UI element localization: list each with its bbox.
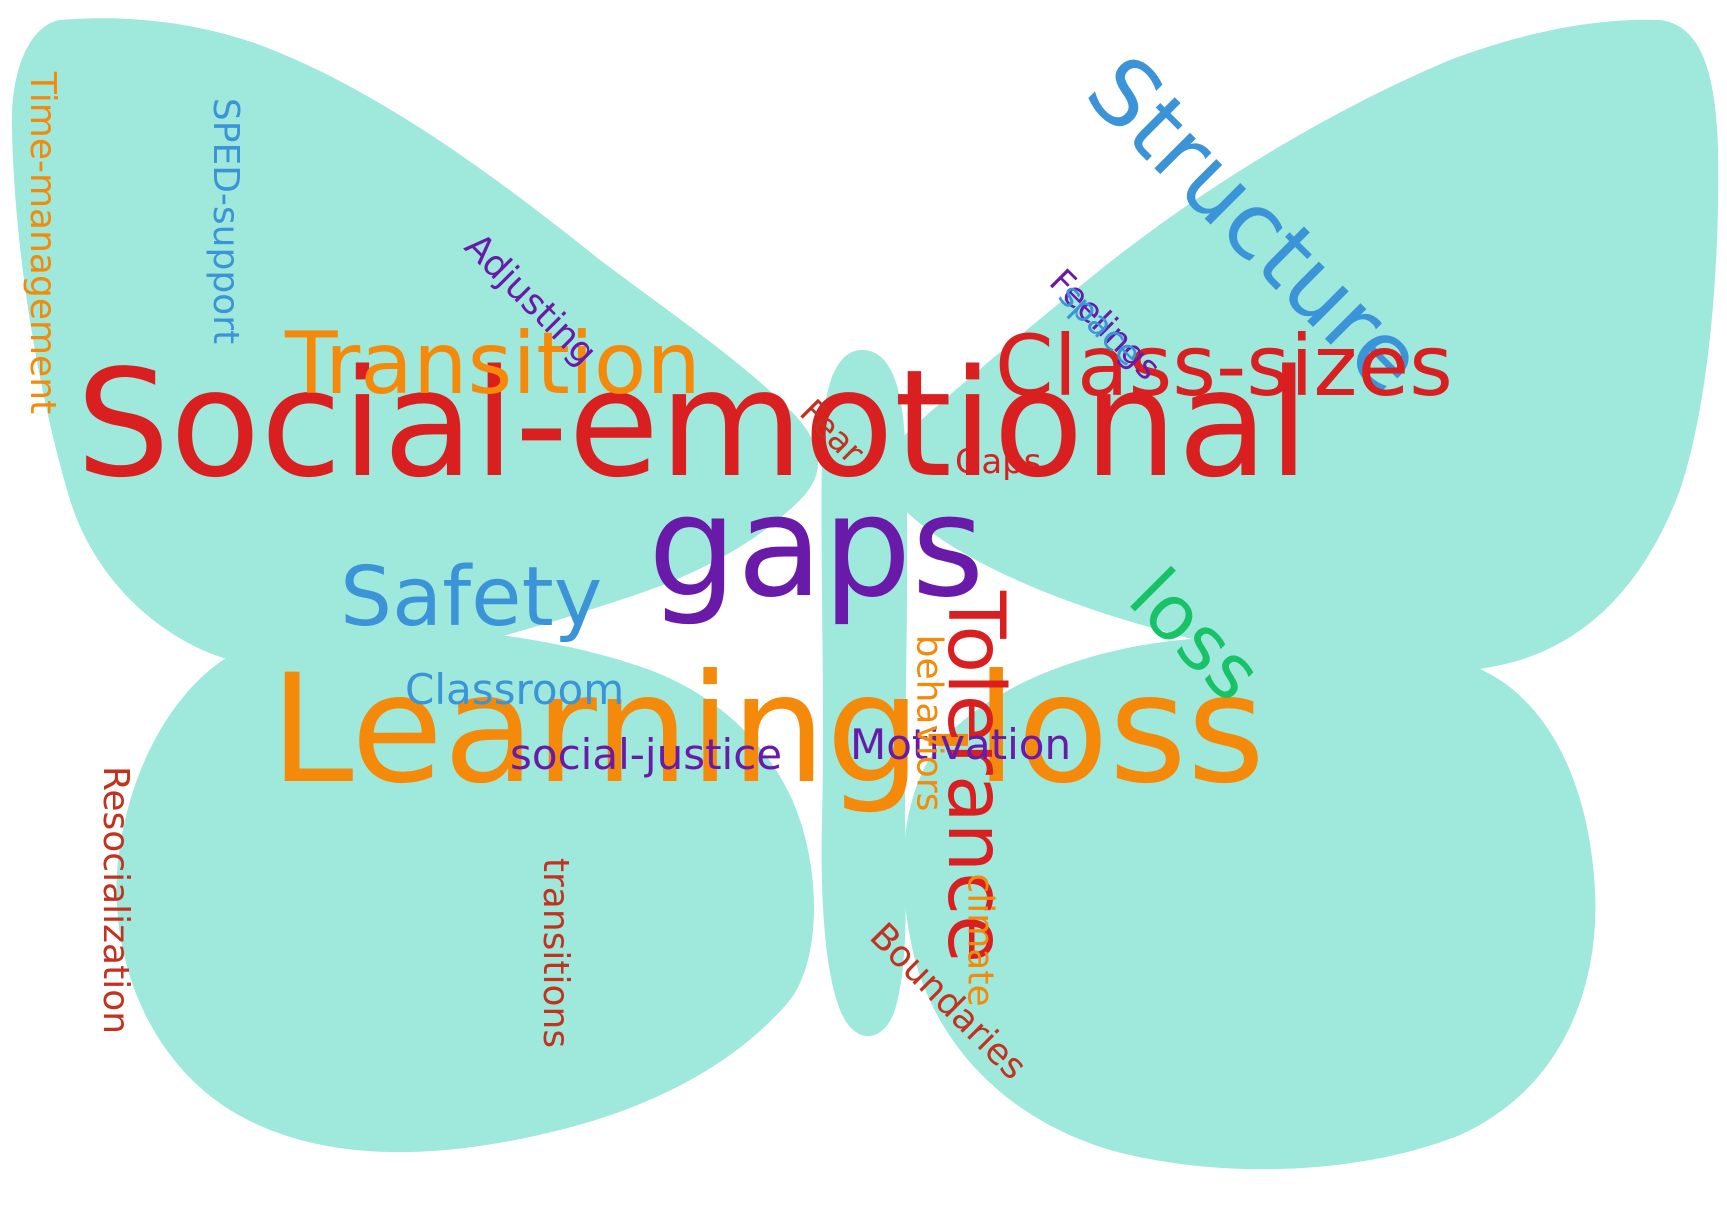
word-resocialization: Resocialization [95,765,137,1035]
word-gaps-small: Gaps [955,442,1042,482]
word-safety: Safety [340,550,603,645]
word-motivation: Motivation [850,720,1072,769]
word-social-justice: social-justice [510,730,783,779]
word-class-sizes: Class-sizes [995,317,1453,415]
word-social-emotional: Social-emotional [76,338,1310,510]
word-classroom: Classroom [405,665,625,714]
word-transition: Transition [285,314,701,414]
right-upper-wing [887,19,1719,674]
right-lower-wing [903,634,1596,1170]
word-sped-support: SPED-support [204,97,246,345]
butterfly-body [821,350,908,1037]
word-time-management: Time-management [22,71,63,415]
left-lower-wing [116,628,814,1153]
left-upper-wing [11,18,819,670]
word-transitions: transitions [534,857,576,1049]
word-gaps: gaps [648,466,985,629]
word-behaviors: behaviors [907,634,949,812]
word-climate: climate [959,873,1001,1007]
word-learning-loss: Learning-loss [270,643,1266,817]
